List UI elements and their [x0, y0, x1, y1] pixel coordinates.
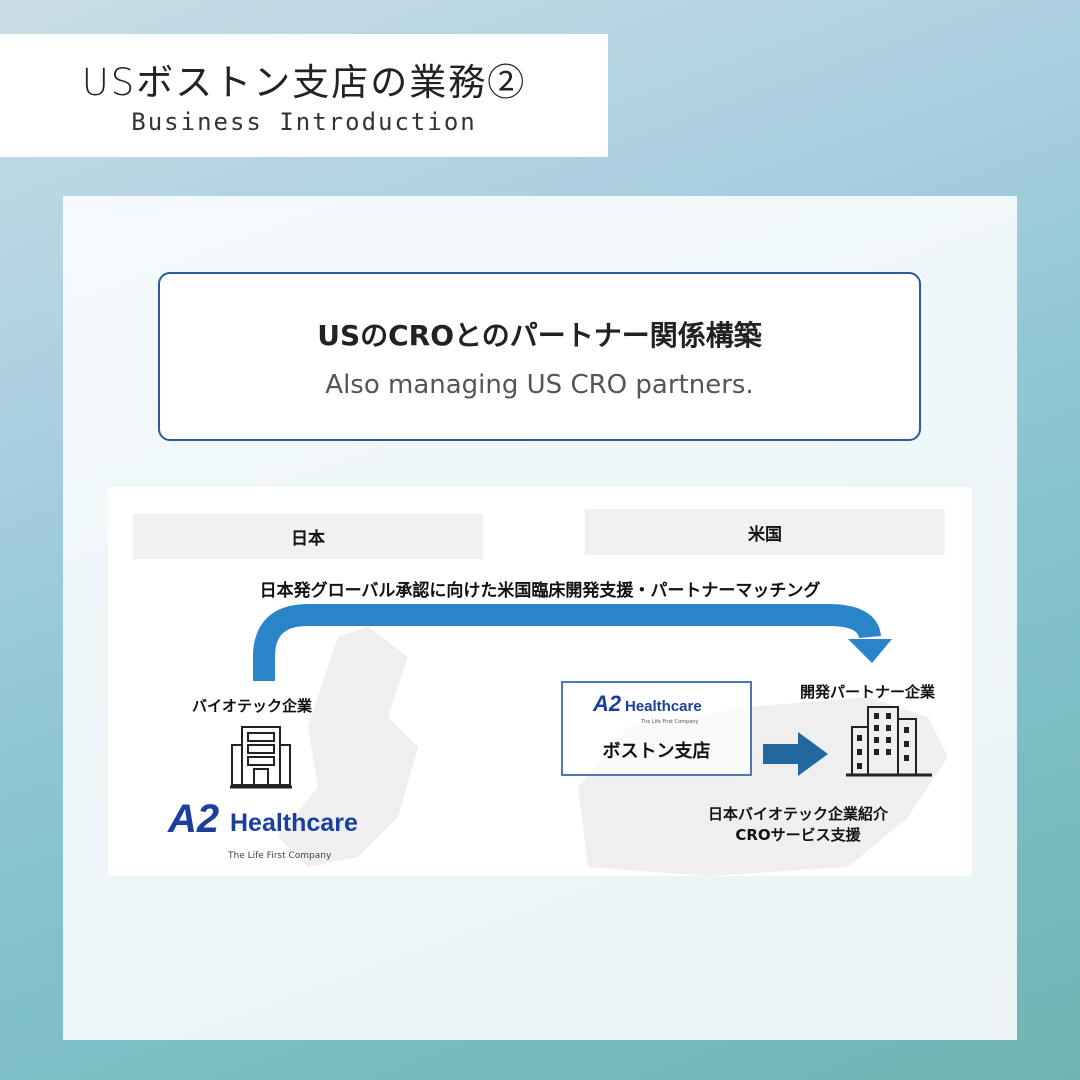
partner-label: 開発パートナー企業 [800, 683, 936, 701]
region-us: 米国 [585, 509, 945, 555]
page-subtitle: Business Introduction [131, 108, 477, 136]
headline: 日本発グローバル承認に向けた米国臨床開発支援・パートナーマッチング [259, 581, 821, 601]
card-subtitle: Also managing US CRO partners. [325, 370, 754, 400]
card-title: USのCROとのパートナー関係構築 [317, 319, 762, 352]
a2-healthcare-logo: A2 Healthcare The Life First Company [168, 797, 358, 861]
service-line-1: 日本バイオテック企業紹介 [707, 805, 888, 823]
biotech-label: バイオテック企業 [192, 697, 313, 715]
arrow-right-icon [763, 732, 828, 776]
building-icon [230, 726, 292, 789]
region-japan: 日本 [133, 514, 483, 559]
boston-branch-box: A2 Healthcare The Life First Company ボスト… [561, 681, 752, 776]
boston-branch-label: ボストン支店 [602, 741, 711, 762]
business-diagram: 日本 米国 日本発グローバル承認に向けた米国臨床開発支援・パートナーマッチング … [108, 487, 972, 876]
page-title: USボストン支店の業務② [81, 61, 527, 104]
summary-card: USのCROとのパートナー関係構築 Also managing US CRO p… [158, 272, 921, 441]
title-box: USボストン支店の業務② Business Introduction [0, 34, 608, 157]
service-line-2: CROサービス支援 [735, 826, 861, 844]
flow-arrow [253, 604, 892, 776]
office-building-icon [846, 706, 932, 777]
